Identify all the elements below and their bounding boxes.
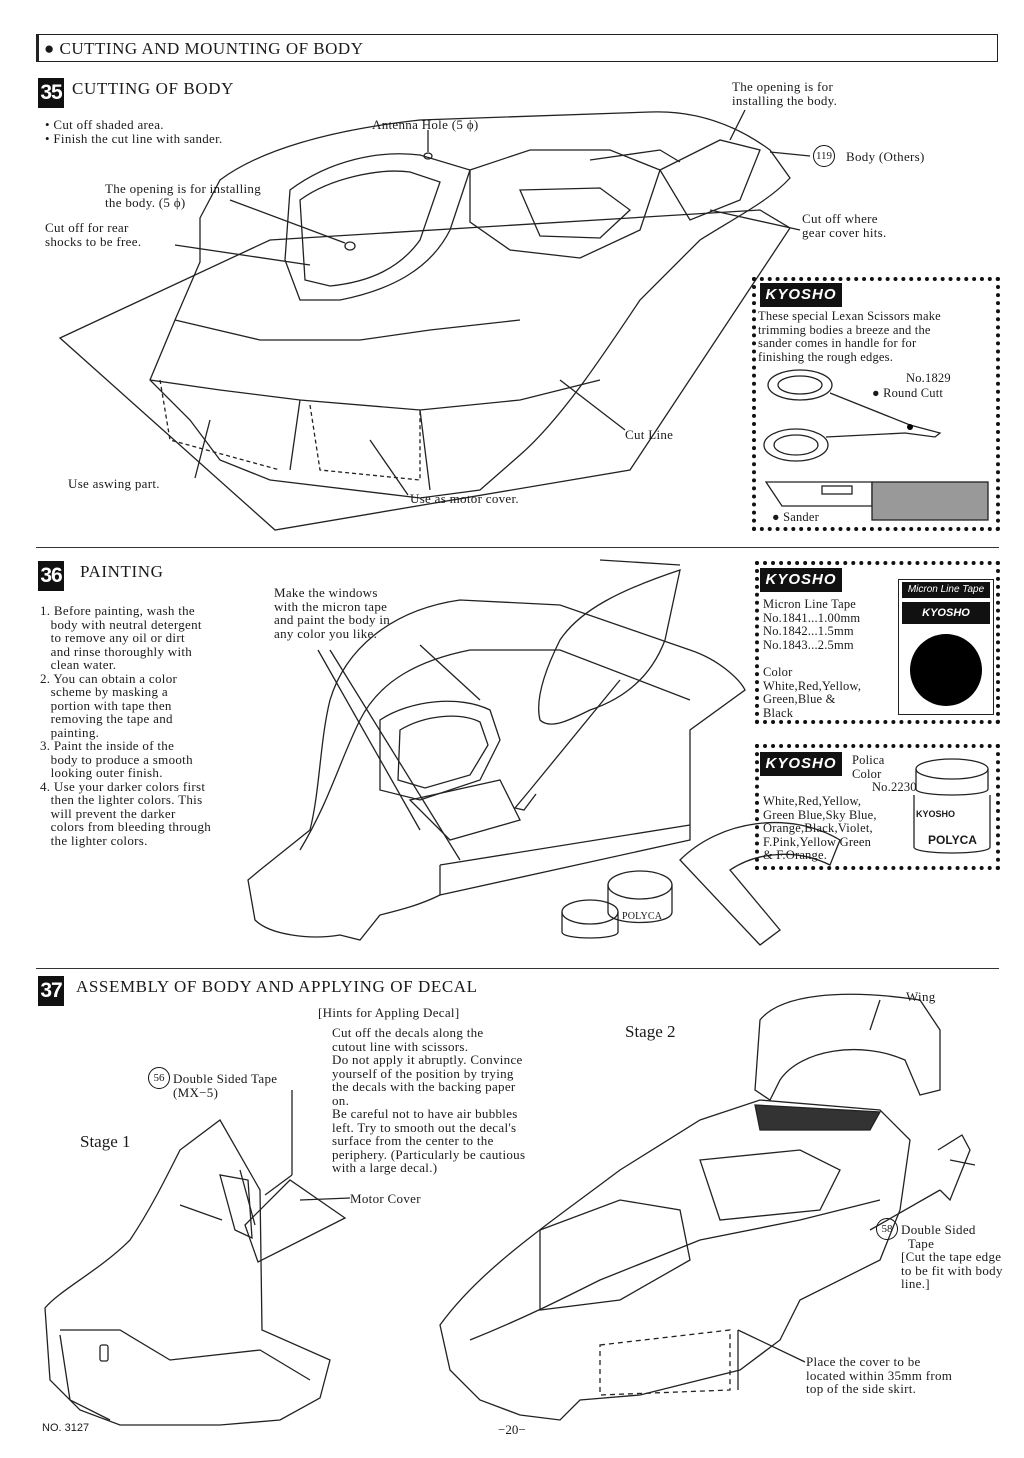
polica-jar-illustration xyxy=(913,758,991,854)
step-35-number: 35 xyxy=(38,78,64,108)
wing-label: Wing xyxy=(906,989,936,1004)
jar-label: POLYCA xyxy=(928,833,977,847)
opening-left-label: The opening is for installing the body. … xyxy=(105,181,262,210)
polica-promo-box xyxy=(755,744,1000,870)
divider-1 xyxy=(36,547,999,548)
tape-pack-brand: KYOSHO xyxy=(902,602,990,624)
micron-tape-promo-text: Micron Line Tape No.1841...1.00mm No.184… xyxy=(763,597,862,720)
step-35-instructions: • Cut off shaded area. • Finish the cut … xyxy=(45,117,223,146)
part-58-badge: 58 xyxy=(876,1218,898,1240)
kyosho-logo: KYOSHO xyxy=(760,283,842,307)
step-36-title: PAINTING xyxy=(80,562,164,581)
rear-shocks-label: Cut off for rear shocks to be free. xyxy=(45,220,142,249)
polica-colors-text: White,Red,Yellow, Green Blue,Sky Blue, O… xyxy=(763,794,877,863)
painting-illustration xyxy=(247,559,841,946)
jar-brand: KYOSHO xyxy=(916,809,956,819)
scissors-illustration xyxy=(763,369,942,462)
sander-label: ● Sander xyxy=(772,510,819,524)
divider-2 xyxy=(36,968,999,969)
part-56-badge: 56 xyxy=(148,1067,170,1089)
kyosho-logo: KYOSHO xyxy=(760,752,842,776)
scissors-promo-text: These special Lexan Scissors make trimmi… xyxy=(758,309,941,364)
stage-1-label: Stage 1 xyxy=(80,1132,131,1151)
gear-cover-label: Cut off where gear cover hits. xyxy=(802,211,887,240)
step-37-title: ASSEMBLY OF BODY AND APPLYING OF DECAL xyxy=(76,977,478,996)
section-header-title: ● CUTTING AND MOUNTING OF BODY xyxy=(44,39,363,59)
motor-cover-use-label: Use as motor cover. xyxy=(410,491,519,506)
tape-roll-icon xyxy=(910,634,982,706)
kyosho-logo: KYOSHO xyxy=(760,568,842,592)
part-119-badge: 119 xyxy=(813,145,835,167)
scissors-promo-box xyxy=(752,277,1000,531)
step-35-body-illustration xyxy=(58,109,811,531)
step-35-title: CUTTING OF BODY xyxy=(72,79,234,98)
decal-hints-text: Cut off the decals along the cutout line… xyxy=(332,1025,526,1175)
cut-line-label: Cut Line xyxy=(625,427,674,442)
part-56-label: Double Sided Tape (MX−5) xyxy=(173,1071,278,1100)
header-title-text: CUTTING AND MOUNTING OF BODY xyxy=(59,39,364,58)
tape-pack-title: Micron Line Tape xyxy=(902,582,990,598)
antenna-hole-label: Antenna Hole (5 ϕ) xyxy=(372,117,479,132)
micron-tape-promo-box xyxy=(755,561,1000,724)
part-58-label: Double Sided Tape [Cut the tape edge to … xyxy=(901,1222,1003,1291)
step-36-number: 36 xyxy=(38,561,64,591)
windows-note: Make the windows with the micron tape an… xyxy=(274,585,391,641)
decal-hints-title: [Hints for Appling Decal] xyxy=(318,1005,460,1020)
scissors-number: No.1829 xyxy=(906,371,951,385)
paint-can-label: POLYCA xyxy=(622,911,663,922)
opening-top-label: The opening is for installing the body. xyxy=(732,79,838,108)
aswing-label: Use aswing part. xyxy=(68,476,160,491)
scissors-name: ● Round Cutt xyxy=(872,386,944,400)
motor-cover-label: Motor Cover xyxy=(350,1191,421,1206)
model-number: NO. 3127 xyxy=(42,1422,90,1434)
stage-2-label: Stage 2 xyxy=(625,1022,676,1041)
place-cover-note: Place the cover to be located within 35m… xyxy=(806,1354,953,1396)
polica-header-text: Polica Color No.2230 xyxy=(852,753,917,795)
step-37-number: 37 xyxy=(38,976,64,1006)
section-header-box xyxy=(36,34,998,62)
header-bullet: ● xyxy=(44,39,55,58)
step-36-instructions: 1. Before painting, wash the body with n… xyxy=(40,603,212,848)
micron-tape-package: Micron Line Tape KYOSHO xyxy=(898,579,994,715)
page-number: −20− xyxy=(498,1422,526,1437)
part-119-name: Body (Others) xyxy=(846,149,925,164)
sander-illustration xyxy=(764,481,989,521)
